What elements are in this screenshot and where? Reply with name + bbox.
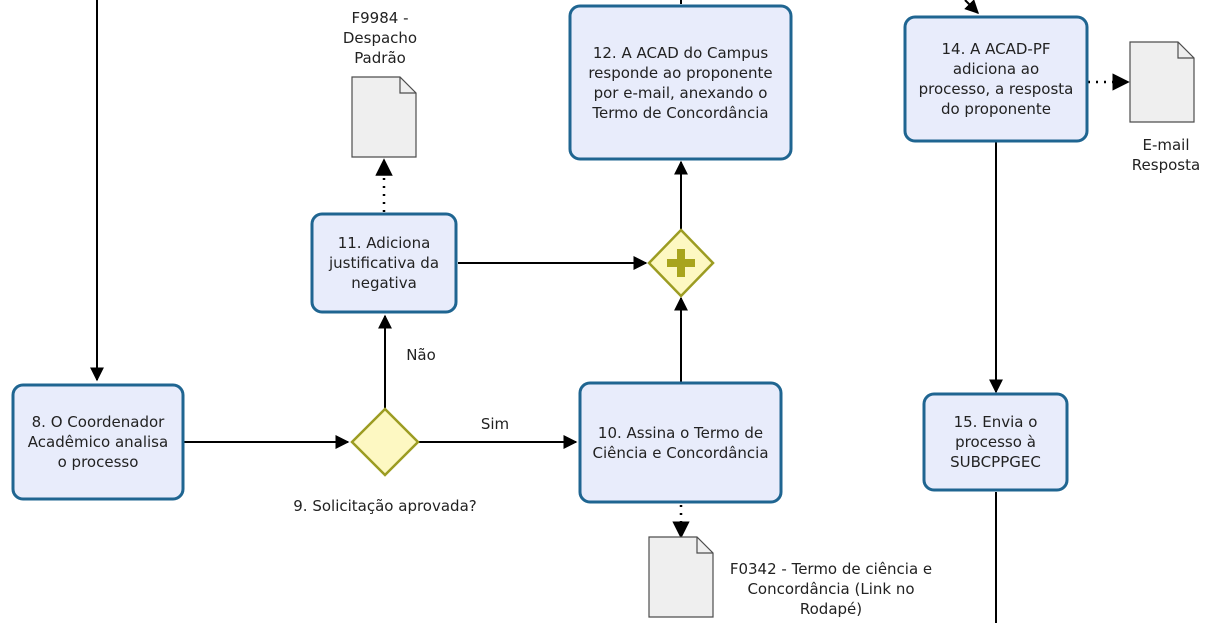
flow-no-label: Não xyxy=(406,346,436,364)
task-12-label: 12. A ACAD do Campus responde ao propone… xyxy=(588,43,773,122)
task-8-label: 8. O Coordenador Acadêmico analisa o pro… xyxy=(27,413,169,471)
task-11[interactable] xyxy=(310,212,458,314)
document-f9984-line1: F9984 - xyxy=(351,9,409,27)
task-15-label: 15. Envia o processo à SUBCPPGEC xyxy=(950,413,1041,471)
document-email-line2: Resposta xyxy=(1131,156,1201,174)
task-14-label: 14. A ACAD-PF adiciona ao processo, a re… xyxy=(918,40,1074,118)
task-15[interactable] xyxy=(922,392,1069,492)
task-10[interactable] xyxy=(578,381,783,504)
document-email-label: E-mail Resposta xyxy=(1120,135,1212,175)
document-f0342-line3: Rodapé) xyxy=(799,600,863,618)
exclusive-gateway-9[interactable] xyxy=(350,407,420,477)
document-f9984-line2: Despacho xyxy=(342,29,418,47)
document-email-line1: E-mail xyxy=(1142,136,1190,154)
parallel-gateway[interactable] xyxy=(647,228,715,298)
task-14[interactable] xyxy=(903,15,1089,143)
task-10-label: 10. Assina o Termo de Ciência e Concordâ… xyxy=(592,423,769,462)
gateway-9-label: 9. Solicitação aprovada? xyxy=(293,497,477,515)
document-f0342-icon[interactable] xyxy=(648,536,714,618)
flow-yes-label: Sim xyxy=(480,415,510,433)
document-f0342-line1: F0342 - Termo de ciência e xyxy=(729,560,933,578)
flow-into-task-14 xyxy=(964,0,979,14)
document-email-icon[interactable] xyxy=(1129,41,1195,123)
task-8[interactable] xyxy=(11,383,185,501)
task-11-label: 11. Adiciona justificativa da negativa xyxy=(328,234,440,292)
task-12[interactable] xyxy=(568,4,793,161)
document-f0342-line2: Concordância (Link no xyxy=(747,580,915,598)
document-f0342-label: F0342 - Termo de ciência e Concordância … xyxy=(722,559,940,619)
document-f9984-label: F9984 - Despacho Padrão xyxy=(330,8,430,68)
document-f9984-icon[interactable] xyxy=(351,76,417,158)
document-f9984-line3: Padrão xyxy=(354,49,406,67)
